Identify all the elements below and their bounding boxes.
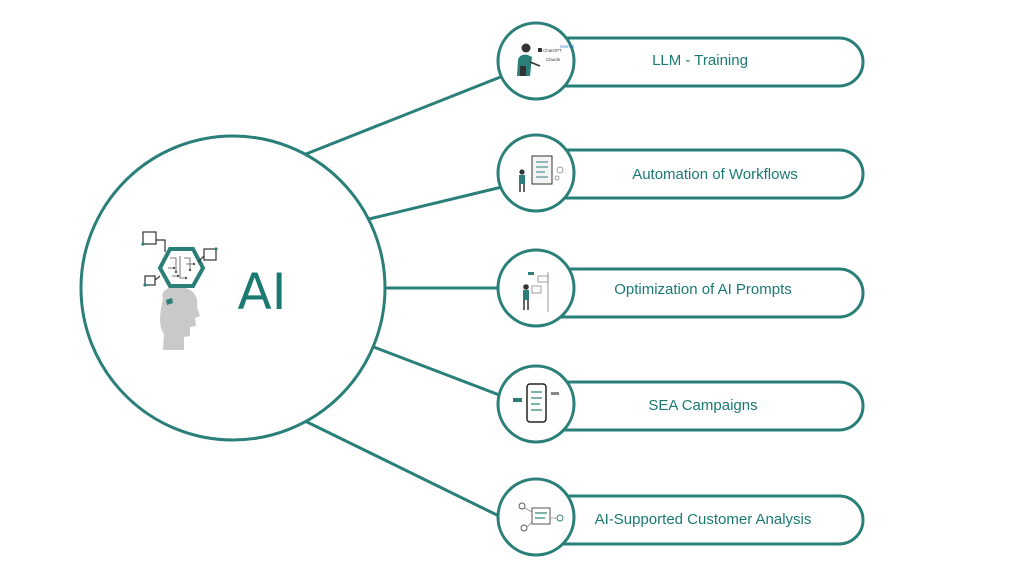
ai-head-circuit-icon <box>141 231 218 350</box>
connector-5 <box>304 419 504 520</box>
connectors <box>304 74 504 520</box>
hub-circle <box>79 134 387 442</box>
tool-label-2: Gemini <box>560 44 574 49</box>
customer-network-icon <box>518 502 564 532</box>
tool-label-3: Claude <box>546 57 561 62</box>
smartphone-ads-icon <box>513 383 559 423</box>
branch-label: Automation of Workflows <box>632 166 798 183</box>
branch-optimization-of-ai-prompts: Optimization of AI Prompts <box>496 248 865 328</box>
branch-label: LLM - Training <box>652 52 748 69</box>
branch-sea-campaigns: SEA Campaigns <box>496 364 865 444</box>
branch-automation-of-workflows: Automation of Workflows <box>496 133 865 213</box>
connector-4 <box>370 344 503 398</box>
branch-llm-training: ChatGPT Gemini Claude LLM - Training <box>496 21 865 101</box>
icon-circle <box>496 21 576 101</box>
branch-label: AI-Supported Customer Analysis <box>595 511 812 528</box>
workflow-document-icon <box>519 155 564 192</box>
presenter-chatbots-icon: ChatGPT Gemini Claude <box>517 43 574 76</box>
prompt-board-icon <box>523 272 549 312</box>
hub-label: AI <box>238 263 287 321</box>
connector-1 <box>305 74 504 156</box>
tool-label-1: ChatGPT <box>543 48 562 53</box>
hub-node: AI <box>79 134 387 442</box>
icon-circle <box>496 248 576 328</box>
connector-2 <box>368 185 503 221</box>
branch-label: Optimization of AI Prompts <box>614 281 792 298</box>
branch-ai-supported-customer-analysis: AI-Supported Customer Analysis <box>496 477 865 557</box>
branch-label: SEA Campaigns <box>648 397 757 414</box>
